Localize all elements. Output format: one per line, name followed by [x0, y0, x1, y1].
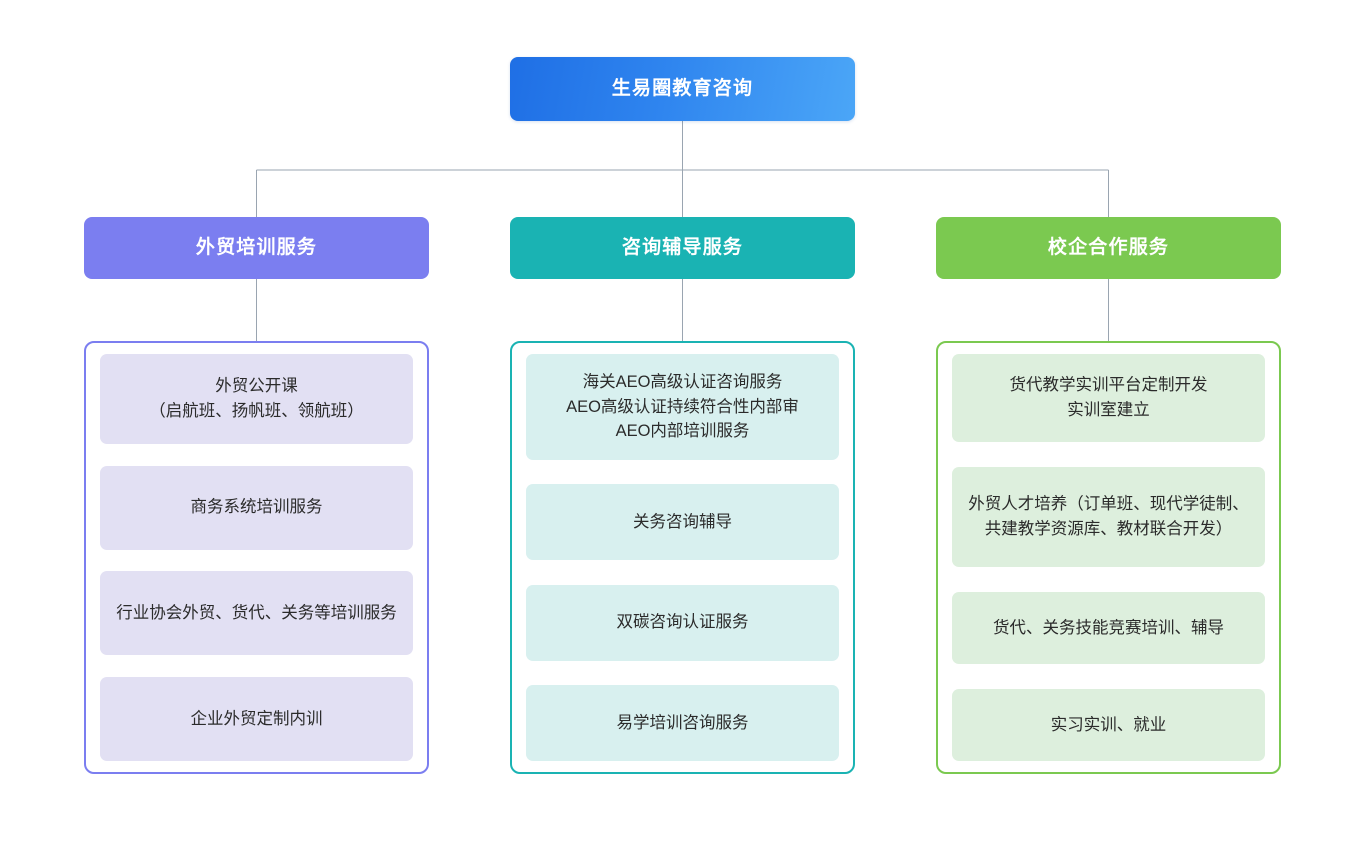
- root-node-title: 生易圈教育咨询: [611, 77, 754, 99]
- branch-column-2: 咨询辅导服务 海关AEO高级认证咨询服务 AEO高级认证持续符合性内部审 AEO…: [510, 217, 855, 774]
- branch-box-2: 海关AEO高级认证咨询服务 AEO高级认证持续符合性内部审 AEO内部培训服务 …: [510, 341, 855, 774]
- leaf-card[interactable]: 外贸人才培养（订单班、现代学徒制、共建教学资源库、教材联合开发）: [952, 467, 1265, 567]
- branch-header-3-title: 校企合作服务: [1047, 236, 1170, 258]
- leaf-card[interactable]: 双碳咨询认证服务: [526, 584, 839, 661]
- branch-header-2-title: 咨询辅导服务: [621, 236, 744, 258]
- leaf-card[interactable]: 货代、关务技能竞赛培训、辅导: [952, 592, 1265, 664]
- branch-box-1: 外贸公开课 （启航班、扬帆班、领航班） 商务系统培训服务 行业协会外贸、货代、关…: [84, 341, 429, 774]
- branch-header-1-title: 外贸培训服务: [195, 236, 318, 258]
- leaf-card[interactable]: 关务咨询辅导: [526, 484, 839, 561]
- leaf-card[interactable]: 外贸公开课 （启航班、扬帆班、领航班）: [100, 354, 413, 444]
- branch-header-1[interactable]: 外贸培训服务: [84, 217, 429, 279]
- branch-column-1: 外贸培训服务 外贸公开课 （启航班、扬帆班、领航班） 商务系统培训服务 行业协会…: [84, 217, 429, 774]
- leaf-card[interactable]: 货代教学实训平台定制开发 实训室建立: [952, 354, 1265, 442]
- leaf-card[interactable]: 企业外贸定制内训: [100, 676, 413, 761]
- leaf-card[interactable]: 行业协会外贸、货代、关务等培训服务: [100, 571, 413, 656]
- branch-box-3: 货代教学实训平台定制开发 实训室建立 外贸人才培养（订单班、现代学徒制、共建教学…: [936, 341, 1281, 774]
- leaf-card[interactable]: 实习实训、就业: [952, 689, 1265, 761]
- leaf-card[interactable]: 海关AEO高级认证咨询服务 AEO高级认证持续符合性内部审 AEO内部培训服务: [526, 354, 839, 460]
- leaf-card[interactable]: 商务系统培训服务: [100, 465, 413, 550]
- root-node[interactable]: 生易圈教育咨询: [510, 57, 855, 121]
- branch-header-2[interactable]: 咨询辅导服务: [510, 217, 855, 279]
- branch-header-3[interactable]: 校企合作服务: [936, 217, 1281, 279]
- leaf-card[interactable]: 易学培训咨询服务: [526, 684, 839, 761]
- branch-column-3: 校企合作服务 货代教学实训平台定制开发 实训室建立 外贸人才培养（订单班、现代学…: [936, 217, 1281, 774]
